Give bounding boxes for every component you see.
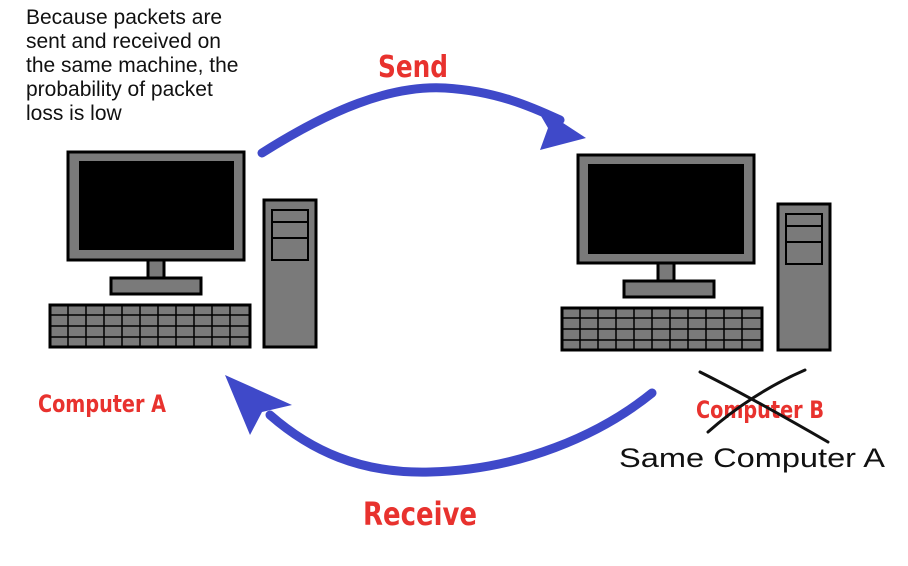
explanation-note: Because packets are sent and received on…: [26, 6, 239, 125]
cross-out-mark: [698, 368, 830, 444]
computer-b-icon: [560, 153, 832, 352]
replacement-label: Same Computer A: [619, 443, 885, 473]
send-arrow: [257, 83, 586, 158]
computer-a-icon: [48, 150, 318, 349]
computer-a-label: Computer A: [38, 390, 166, 418]
receive-arrow: [225, 375, 657, 477]
receive-label: Receive: [363, 495, 477, 533]
computer-b-label: Computer B: [696, 396, 824, 424]
send-label: Send: [378, 50, 448, 85]
